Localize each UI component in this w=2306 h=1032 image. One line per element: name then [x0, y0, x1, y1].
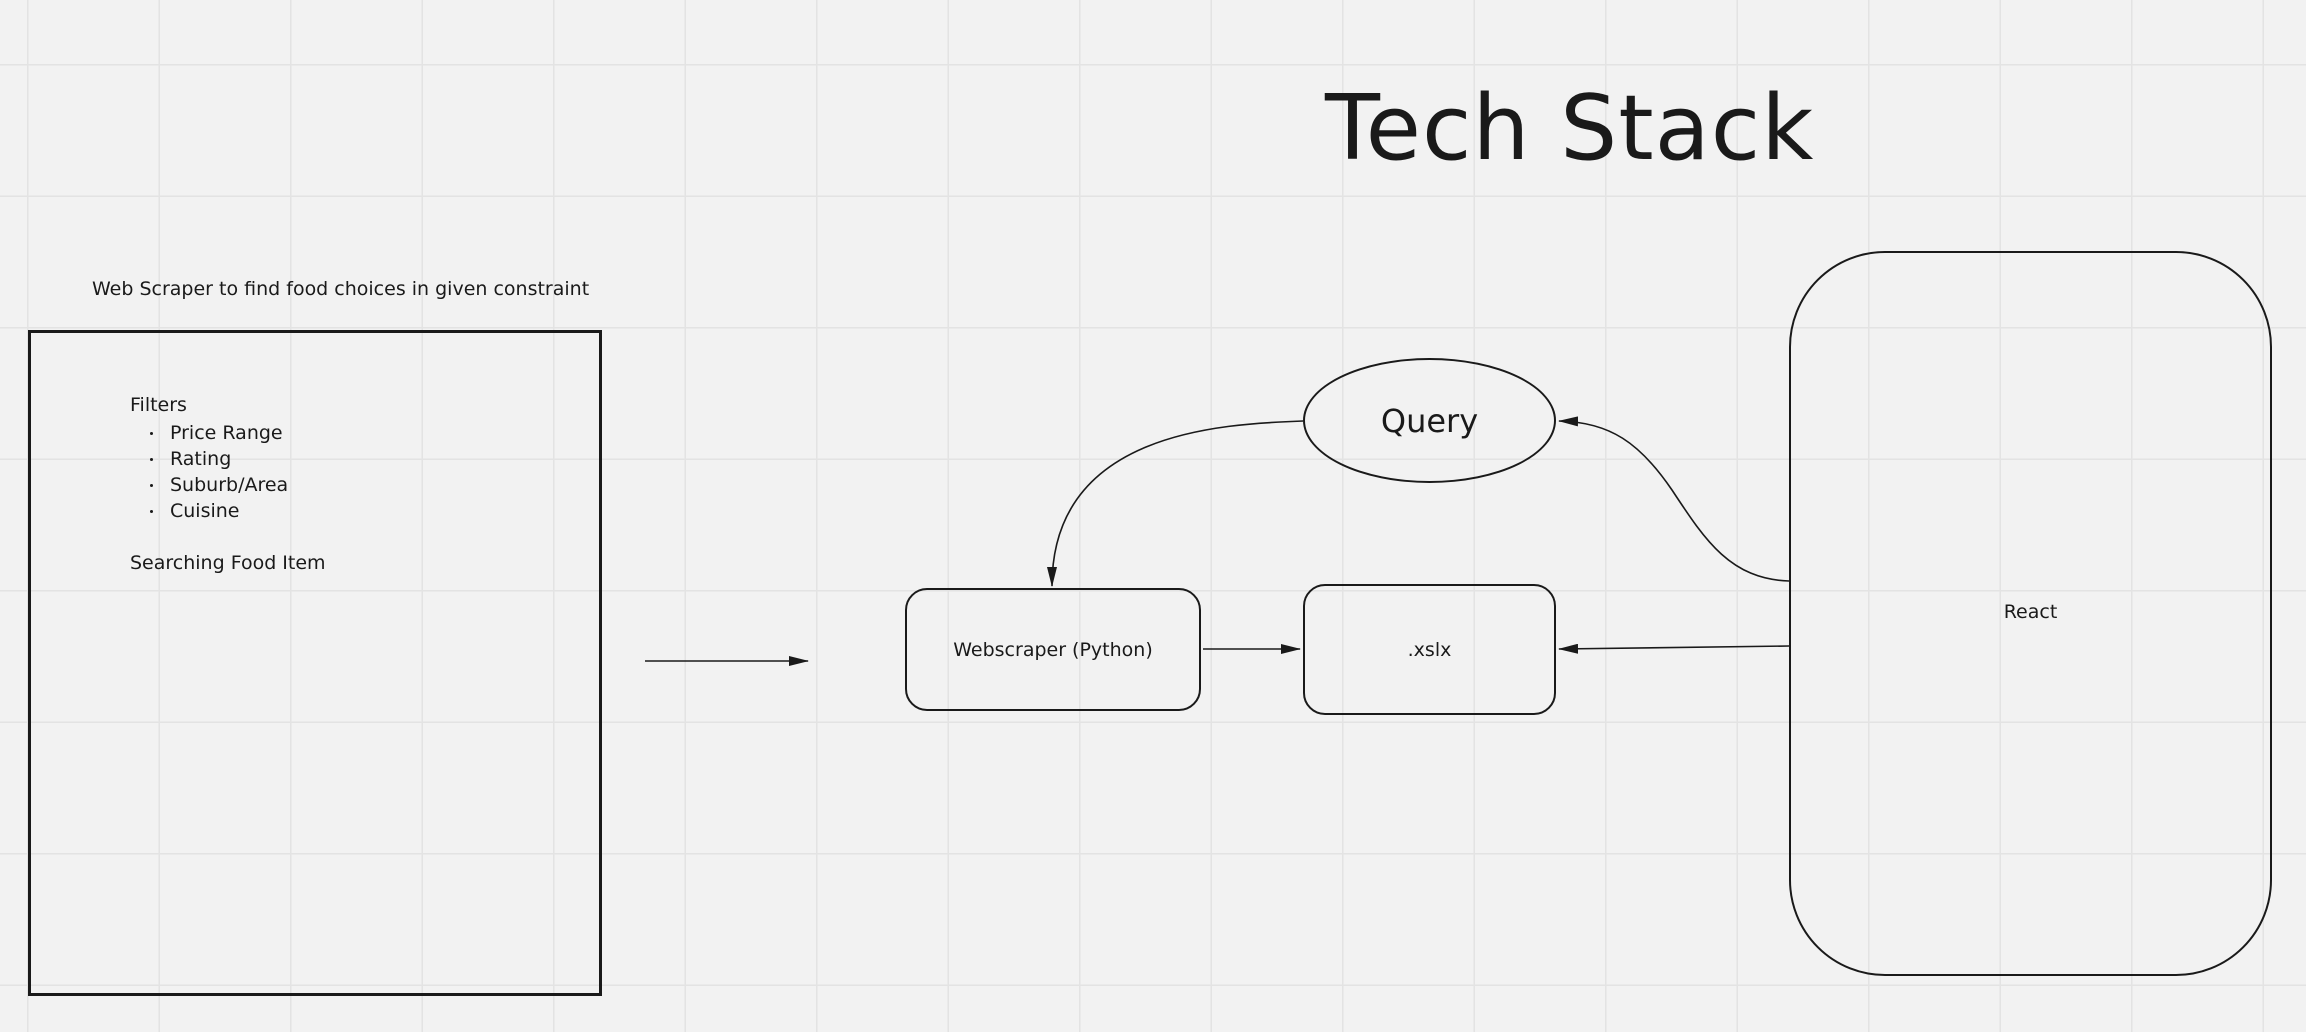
- description-text[interactable]: Web Scraper to find food choices in give…: [92, 278, 590, 300]
- react-label: React: [2003, 601, 2058, 623]
- arrow-react-to-query[interactable]: [1558, 416, 1790, 582]
- webscraper-label: Webscraper (Python): [953, 638, 1153, 661]
- filter-frame[interactable]: [28, 330, 602, 996]
- filters-heading[interactable]: Filters: [130, 394, 187, 416]
- xlsx-node[interactable]: .xslx: [1303, 584, 1556, 715]
- filter-item-rating[interactable]: Rating: [150, 446, 288, 472]
- filter-list: Price Range Rating Suburb/Area Cuisine: [150, 420, 288, 524]
- filter-item-suburb-area[interactable]: Suburb/Area: [150, 472, 288, 498]
- board-title[interactable]: Tech Stack: [1325, 76, 1815, 181]
- arrow-query-to-webscraper[interactable]: [1047, 420, 1304, 587]
- webscraper-node[interactable]: Webscraper (Python): [905, 588, 1201, 711]
- react-node[interactable]: React: [1789, 251, 2272, 976]
- search-label[interactable]: Searching Food Item: [130, 552, 326, 574]
- filter-item-cuisine[interactable]: Cuisine: [150, 498, 288, 524]
- filter-item-price-range[interactable]: Price Range: [150, 420, 288, 446]
- xlsx-label: .xslx: [1407, 638, 1452, 661]
- query-label: Query: [1380, 401, 1479, 440]
- query-node[interactable]: Query: [1303, 358, 1556, 483]
- arrow-react-to-xlsx[interactable]: [1558, 643, 1790, 654]
